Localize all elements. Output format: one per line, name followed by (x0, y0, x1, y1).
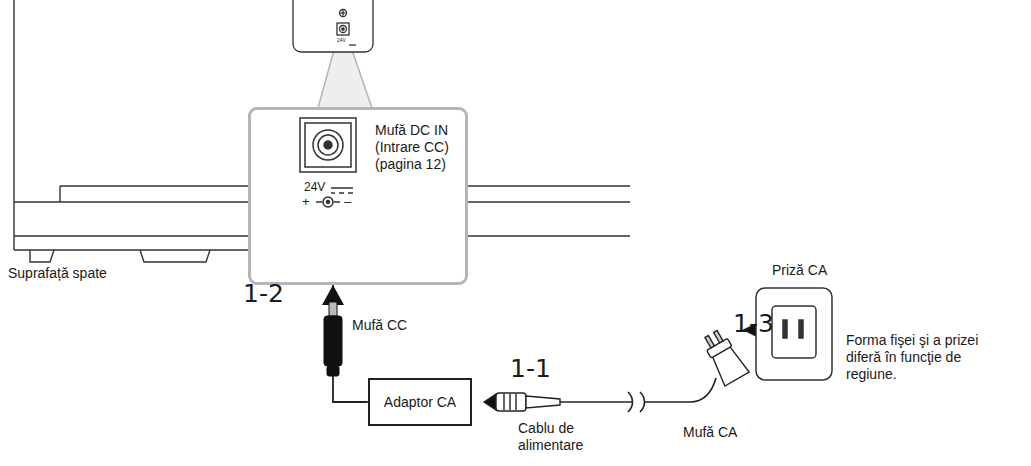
appliance-plug (503, 394, 504, 410)
piano-outline (468, 185, 630, 186)
appliance-plug (509, 394, 510, 410)
piano-outline (468, 235, 630, 236)
dc-jack (331, 192, 335, 194)
step-number: 1-2 (243, 279, 284, 309)
piano-outline (140, 250, 210, 262)
power-cord (628, 392, 633, 412)
polarity-plus: + (302, 194, 310, 210)
mains-plug (705, 336, 714, 348)
outlet-label: Priză CA (772, 262, 827, 279)
dc-jack (324, 141, 332, 149)
callout-box: Mufă DC IN (Intrare CC) (pagina 12) (248, 107, 468, 285)
power-cord (560, 401, 632, 403)
zoom-lines (318, 50, 372, 108)
dc-jack (339, 192, 344, 194)
dc-jack (323, 197, 333, 207)
plug-label: Mufă CC (352, 317, 407, 334)
appliance-plug (496, 393, 526, 411)
piano-outline (59, 186, 60, 202)
power-cord (640, 392, 645, 412)
rear-panel (342, 11, 343, 16)
dc-jack (334, 201, 340, 203)
wall-outlet (772, 306, 816, 358)
jack-label: Mufă DC IN (Intrare CC) (pagina 12) (375, 122, 467, 172)
rear-panel (349, 44, 356, 45)
note-text: Forma fişei şi a prizei diferă în funcţi… (846, 332, 1014, 382)
panel-voltage: 24V (337, 37, 346, 43)
appliance-plug (484, 394, 496, 410)
wall-outlet (799, 320, 803, 338)
dc-jack (313, 130, 343, 160)
dc-jack (305, 123, 351, 167)
dc-plug (327, 366, 339, 376)
dc-jack (300, 118, 356, 207)
polarity-minus: – (344, 194, 351, 210)
dc-plug (324, 316, 342, 366)
appliance-plug (526, 396, 560, 408)
piano-outline (14, 201, 248, 202)
power-cord (560, 378, 716, 412)
voltage-label: 24V (304, 180, 325, 194)
piano-outline (468, 201, 630, 202)
step-number: 1-1 (510, 354, 551, 384)
box-label: Adaptor CA (384, 394, 456, 411)
rear-panel (340, 26, 347, 33)
wall-outlet (783, 320, 787, 338)
dc-jack (316, 201, 322, 203)
step-number: 1-3 (733, 309, 774, 339)
appliance-plug (515, 394, 516, 410)
power-cord (644, 378, 716, 402)
dc-jack (331, 187, 353, 189)
piano-outline (13, 0, 14, 250)
rear-panel (342, 28, 344, 30)
plug-label: Mufă CA (683, 424, 737, 441)
piano-outline (30, 250, 54, 262)
surface-label: Suprafață spate (8, 265, 107, 282)
mains-plug (714, 331, 723, 343)
dc-plug (324, 302, 342, 376)
dc-jack (300, 118, 356, 172)
callout-ground (249, 108, 467, 284)
dc-jack (318, 135, 338, 155)
cord-label: Cablu de alimentare (518, 420, 604, 454)
dc-jack (348, 192, 353, 194)
piano-outline (60, 185, 248, 186)
adapter-box: Adaptor CA (368, 378, 472, 427)
zoom-lines (318, 50, 372, 108)
rear-panel (337, 23, 349, 35)
piano-outline (14, 249, 248, 250)
rear-panel (293, 0, 373, 52)
dc-plug (329, 302, 337, 316)
appliance-plug (484, 393, 560, 411)
dc-jack (327, 201, 330, 204)
callout-ground (249, 108, 467, 284)
piano-outline (14, 235, 248, 236)
rear-panel (340, 10, 347, 17)
rear-panel (293, 0, 373, 52)
